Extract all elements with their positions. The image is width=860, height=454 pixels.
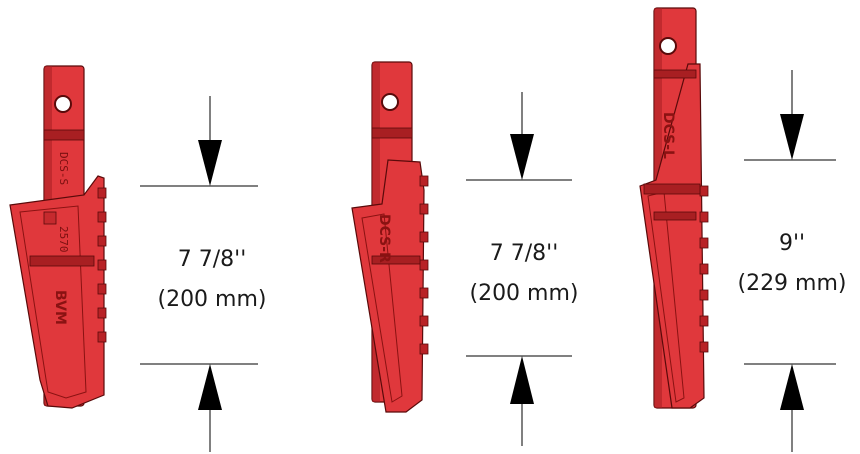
part-dcs-r-body: [351, 159, 425, 413]
part-dcs-r-grips: [419, 175, 429, 355]
dimension-2: 7 7/8'' (200 mm): [466, 92, 579, 446]
dimension-3-inches: 9'': [779, 231, 805, 256]
part-dcs-s-engraving-bottom: BVM: [52, 290, 68, 325]
dimension-2-inches: 7 7/8'': [490, 241, 559, 266]
part-dcs-l: DCS-L: [639, 7, 709, 409]
part-dcs-s: DCS-S 2570 BVM: [9, 65, 107, 409]
dimension-1-inches: 7 7/8'': [178, 247, 247, 272]
dimension-3-mm: (229 mm): [737, 271, 846, 296]
part-dcs-r-mount-hole: [381, 93, 399, 111]
part-dcs-r: DCS-R: [351, 61, 429, 413]
part-dcs-l-mount-hole: [659, 37, 677, 55]
dimension-3: 9'' (229 mm): [737, 70, 847, 452]
part-dcs-r-engraving-side: DCS-R: [376, 214, 392, 263]
part-dcs-s-mount-hole: [54, 95, 72, 113]
dimension-1-mm: (200 mm): [157, 287, 266, 312]
part-dcs-s-grips: [97, 187, 107, 343]
dimension-2-mm: (200 mm): [469, 281, 578, 306]
part-dcs-s-engraving-middle: 2570: [57, 226, 70, 253]
part-dcs-l-body: [639, 63, 705, 409]
part-dcs-s-body: [9, 175, 105, 409]
part-dcs-l-grips: [699, 185, 709, 353]
dimension-1: 7 7/8'' (200 mm): [140, 96, 267, 452]
part-dcs-s-engraving-top: DCS-S: [57, 152, 70, 185]
part-dcs-l-engraving-top: DCS-L: [660, 112, 676, 159]
